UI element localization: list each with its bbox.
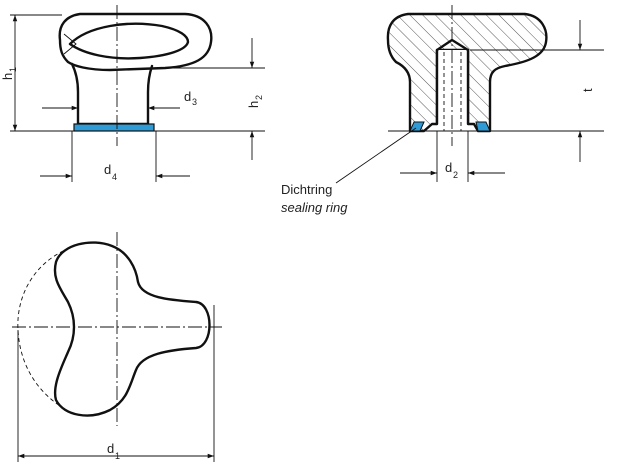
side-view-stem — [70, 62, 154, 126]
t-label: t — [580, 88, 595, 92]
section-view: t d 2 Dichtring sealing ring — [281, 5, 604, 215]
d2-sub: 2 — [453, 170, 458, 180]
side-view-knob-head — [58, 12, 213, 72]
seal-label-de: Dichtring — [281, 182, 332, 197]
d4-sub: 4 — [112, 172, 117, 182]
side-view-sealing-ring — [73, 123, 155, 132]
section-view-bore — [437, 50, 468, 131]
d1-sub: 1 — [115, 451, 120, 461]
top-view-knob-outline — [53, 241, 211, 417]
h1-label: h — [0, 73, 15, 80]
section-view-body — [386, 12, 548, 133]
d3-label: d — [184, 89, 191, 104]
h2-label: h — [246, 101, 261, 108]
top-view: d 1 — [12, 232, 222, 462]
side-view-grip-contour — [68, 22, 190, 60]
h2-sub: 2 — [254, 95, 264, 100]
d3-sub: 3 — [192, 97, 197, 107]
sealing-ring-leader — [335, 127, 417, 184]
seal-label-en: sealing ring — [281, 200, 348, 215]
top-view-envelope-arc — [17, 247, 71, 413]
d2-label: d — [445, 160, 452, 175]
d4-label: d — [104, 162, 111, 177]
side-view-grip-notch — [63, 33, 77, 55]
side-view: h 1 h 2 d 3 d 4 — [0, 5, 265, 182]
h1-sub: 1 — [8, 67, 18, 72]
d1-label: d — [107, 441, 114, 456]
